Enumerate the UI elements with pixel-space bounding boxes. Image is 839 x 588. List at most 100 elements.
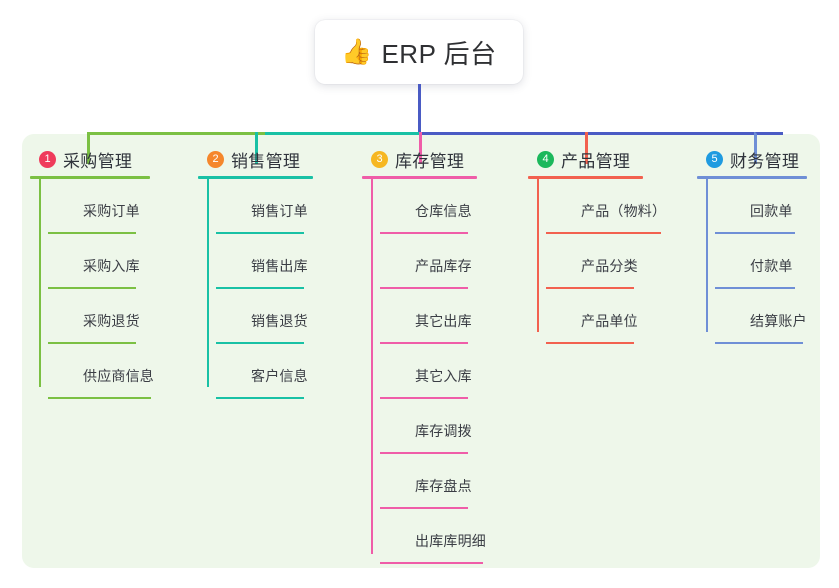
spine-segment-green [87,132,265,135]
list-item-label: 其它入库 [415,368,472,384]
list-item-rule [216,287,304,289]
list-item-rule [546,342,634,344]
list-item[interactable]: 出库库明细 [371,509,486,564]
list-item-rule [715,287,795,289]
list-item-label: 产品单位 [581,313,638,329]
list-item[interactable]: 库存盘点 [371,454,477,509]
list-item-rule [380,397,468,399]
column-header-rule [697,176,807,179]
column-1: 1 采购管理采购订单采购入库采购退货供应商信息 [30,148,154,399]
list-item[interactable]: 销售退货 [207,289,313,344]
list-item-rule [48,232,136,234]
list-item[interactable]: 采购订单 [39,179,150,234]
list-item-rule [48,397,151,399]
list-item[interactable]: 产品库存 [371,234,477,289]
drop-connector-1 [87,132,90,164]
column-title: 采购管理 [63,151,133,171]
column-3: 3 库存管理仓库信息产品库存其它出库其它入库库存调拨库存盘点出库库明细 [362,148,486,564]
list-item-rule [216,232,304,234]
list-item-label: 其它出库 [415,313,472,329]
list-item[interactable]: 库存调拨 [371,399,477,454]
column-trunk-line [39,179,41,387]
list-item[interactable]: 回款单 [706,179,807,234]
list-item-label: 仓库信息 [415,203,472,219]
list-item-label: 客户信息 [251,368,308,384]
list-item[interactable]: 客户信息 [207,344,313,399]
root-node[interactable]: 👍 ERP 后台 [315,20,523,84]
column-badge-icon: 4 [537,150,554,168]
root-stem-connector [418,84,421,135]
column-header-4[interactable]: 4 产品管理 [528,148,643,171]
list-item[interactable]: 采购退货 [39,289,150,344]
list-item-rule [715,342,803,344]
column-header-rule [528,176,643,179]
drop-connector-4 [585,132,588,164]
list-item-rule [48,287,136,289]
list-item-label: 销售订单 [251,203,308,219]
list-item-label: 销售出库 [251,258,308,274]
column-header-rule [362,176,477,179]
list-item[interactable]: 供应商信息 [39,344,154,399]
list-item[interactable]: 采购入库 [39,234,150,289]
column-5: 5 财务管理回款单付款单结算账户 [697,148,807,344]
list-item-label: 采购入库 [83,258,140,274]
list-item-label: 库存盘点 [415,478,472,494]
list-item-label: 产品库存 [415,258,472,274]
list-item-rule [48,342,136,344]
list-item-label: 付款单 [750,258,793,274]
list-item-rule [546,232,661,234]
column-header-5[interactable]: 5 财务管理 [697,148,807,171]
column-items: 产品（物料） 产品分类产品单位 [528,179,666,344]
list-item-label: 出库库明细 [415,533,486,549]
list-item-label: 采购退货 [83,313,140,329]
list-item-rule [380,507,468,509]
column-title: 财务管理 [730,151,800,171]
column-title: 产品管理 [561,151,631,171]
list-item-rule [216,342,304,344]
column-4: 4 产品管理产品（物料） 产品分类产品单位 [528,148,666,344]
list-item-rule [380,342,468,344]
spine-segment-teal [265,132,419,135]
column-items: 采购订单采购入库采购退货供应商信息 [30,179,154,399]
list-item-rule [380,287,468,289]
list-item-rule [546,287,634,289]
root-title: ERP 后台 [381,38,497,69]
column-trunk-line [706,179,708,332]
list-item-label: 回款单 [750,203,793,219]
column-trunk-line [207,179,209,387]
list-item-label: 采购订单 [83,203,140,219]
list-item[interactable]: 销售订单 [207,179,313,234]
column-title: 销售管理 [231,151,301,171]
list-item[interactable]: 付款单 [706,234,807,289]
column-items: 仓库信息产品库存其它出库其它入库库存调拨库存盘点出库库明细 [362,179,486,564]
column-badge-icon: 5 [706,150,723,168]
list-item-label: 库存调拨 [415,423,472,439]
list-item[interactable]: 仓库信息 [371,179,477,234]
column-trunk-line [537,179,539,332]
list-item[interactable]: 产品（物料） [537,179,666,234]
column-badge-icon: 2 [207,150,224,168]
column-items: 回款单付款单结算账户 [697,179,807,344]
column-title: 库存管理 [395,151,465,171]
list-item-label: 供应商信息 [83,368,154,384]
list-item-rule [380,452,468,454]
column-2: 2 销售管理销售订单销售出库销售退货客户信息 [198,148,313,399]
column-badge-icon: 1 [39,150,56,168]
column-header-rule [198,176,313,179]
spine-segment-blue [419,132,783,135]
column-badge-icon: 3 [371,150,388,168]
list-item[interactable]: 其它出库 [371,289,477,344]
list-item-rule [715,232,795,234]
list-item[interactable]: 其它入库 [371,344,477,399]
list-item[interactable]: 产品分类 [537,234,643,289]
list-item[interactable]: 销售出库 [207,234,313,289]
list-item-label: 产品分类 [581,258,638,274]
column-header-3[interactable]: 3 库存管理 [362,148,477,171]
list-item[interactable]: 结算账户 [706,289,807,344]
list-item[interactable]: 产品单位 [537,289,643,344]
column-header-rule [30,176,150,179]
column-trunk-line [371,179,373,554]
column-header-2[interactable]: 2 销售管理 [198,148,313,171]
column-header-1[interactable]: 1 采购管理 [30,148,150,171]
